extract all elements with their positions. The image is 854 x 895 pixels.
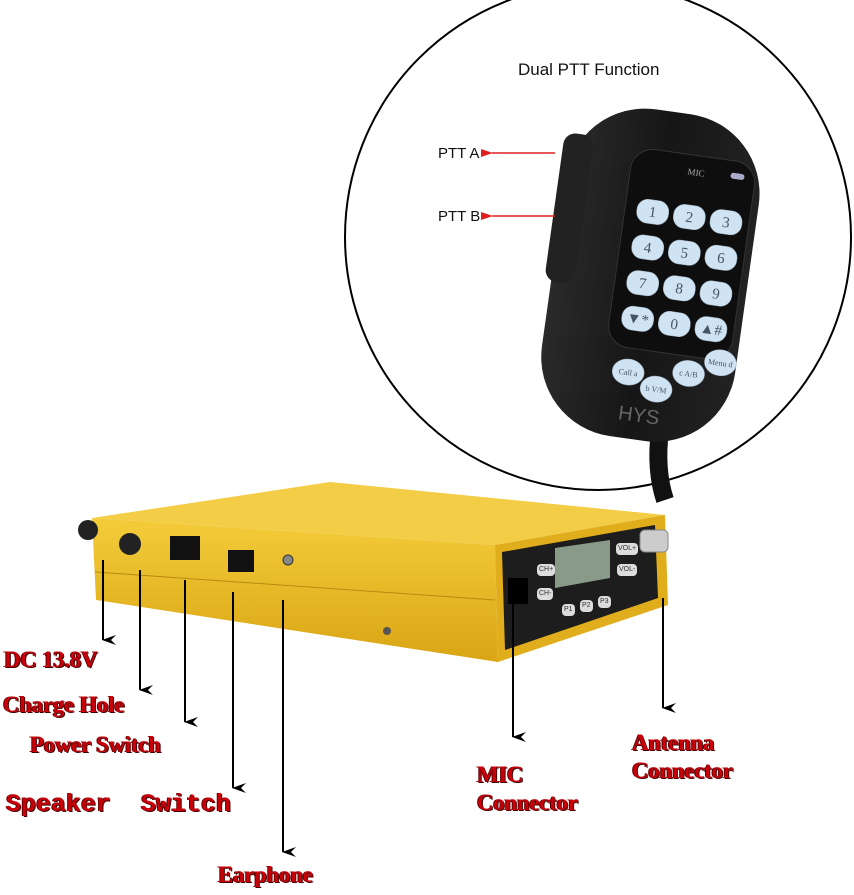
keypad-key bbox=[694, 316, 728, 343]
keypad-key-label: 4 bbox=[643, 240, 653, 257]
keypad-key bbox=[626, 270, 660, 297]
mic-connector-label-2: Connector bbox=[477, 790, 578, 815]
ptt-b-label: PTT B bbox=[438, 208, 481, 225]
keypad-key bbox=[699, 280, 733, 307]
keypad-key-label: 9 bbox=[711, 286, 721, 303]
radio-key-p2: P2 bbox=[580, 600, 593, 612]
radio-key-p3: P3 bbox=[598, 596, 611, 608]
function-key bbox=[639, 375, 673, 403]
keypad-key-label: 3 bbox=[721, 215, 731, 232]
radio-key-ch-up: CH+ bbox=[537, 564, 556, 576]
keypad-key-label: 5 bbox=[679, 245, 689, 262]
keypad-key-label: ▼* bbox=[625, 310, 649, 329]
radio-key-vol-down: VOL- bbox=[617, 564, 638, 576]
mic-label: MIC bbox=[687, 166, 705, 178]
function-key-label: Call a bbox=[618, 367, 638, 379]
handheld-microphone: MIC 1 2 3 4 5 6 7 8 9 ▼* 0 ▲# Call a b V/M c A/B Menu d… bbox=[541, 108, 760, 442]
keypad-key bbox=[631, 234, 665, 261]
function-key-label: c A/B bbox=[679, 368, 699, 379]
keypad-key bbox=[704, 244, 738, 271]
keypad-key bbox=[657, 311, 691, 337]
keypad-key bbox=[662, 275, 696, 302]
radio-key-p1: P1 bbox=[562, 604, 575, 616]
function-key-label: b V/M bbox=[645, 384, 667, 396]
antenna-label-1: Antenna bbox=[632, 730, 715, 755]
radio-display bbox=[555, 540, 610, 588]
keypad-key-label: 8 bbox=[674, 281, 684, 298]
keypad-key bbox=[709, 209, 743, 236]
mobile-radio bbox=[78, 482, 669, 662]
earphone-label: Earphone bbox=[218, 862, 313, 887]
keypad-key-label: 6 bbox=[716, 250, 726, 267]
antenna-label-2: Connector bbox=[632, 758, 733, 783]
dc-label: DC 13.8V bbox=[4, 647, 98, 672]
keypad-key-label: 7 bbox=[638, 276, 648, 293]
keypad-key-label: 1 bbox=[648, 204, 658, 221]
radio-key-ch-down: CH- bbox=[537, 588, 554, 600]
power-switch-label: Power Switch bbox=[30, 732, 161, 757]
function-key-label: Menu d bbox=[707, 357, 733, 369]
charge-hole-label: Charge Hole bbox=[3, 692, 125, 717]
radio-key-vol-up: VOL+ bbox=[616, 543, 639, 555]
keypad-key bbox=[636, 198, 670, 225]
keypad-key-label: 0 bbox=[669, 317, 679, 334]
function-key bbox=[704, 349, 737, 377]
keypad-key-label: ▲# bbox=[699, 321, 724, 340]
keypad-key-label: 2 bbox=[684, 210, 694, 227]
ptt-a-label: PTT A bbox=[438, 145, 480, 162]
mic-connector-label-1: MIC bbox=[477, 762, 524, 787]
mic-jack bbox=[508, 578, 528, 604]
title: Dual PTT Function bbox=[518, 60, 660, 79]
speaker-switch-label: Speaker Switch bbox=[6, 790, 232, 819]
keypad-key bbox=[673, 204, 706, 230]
function-key bbox=[611, 358, 645, 386]
function-key bbox=[672, 360, 705, 387]
keypad-key bbox=[668, 239, 701, 266]
keypad-key bbox=[621, 305, 655, 332]
